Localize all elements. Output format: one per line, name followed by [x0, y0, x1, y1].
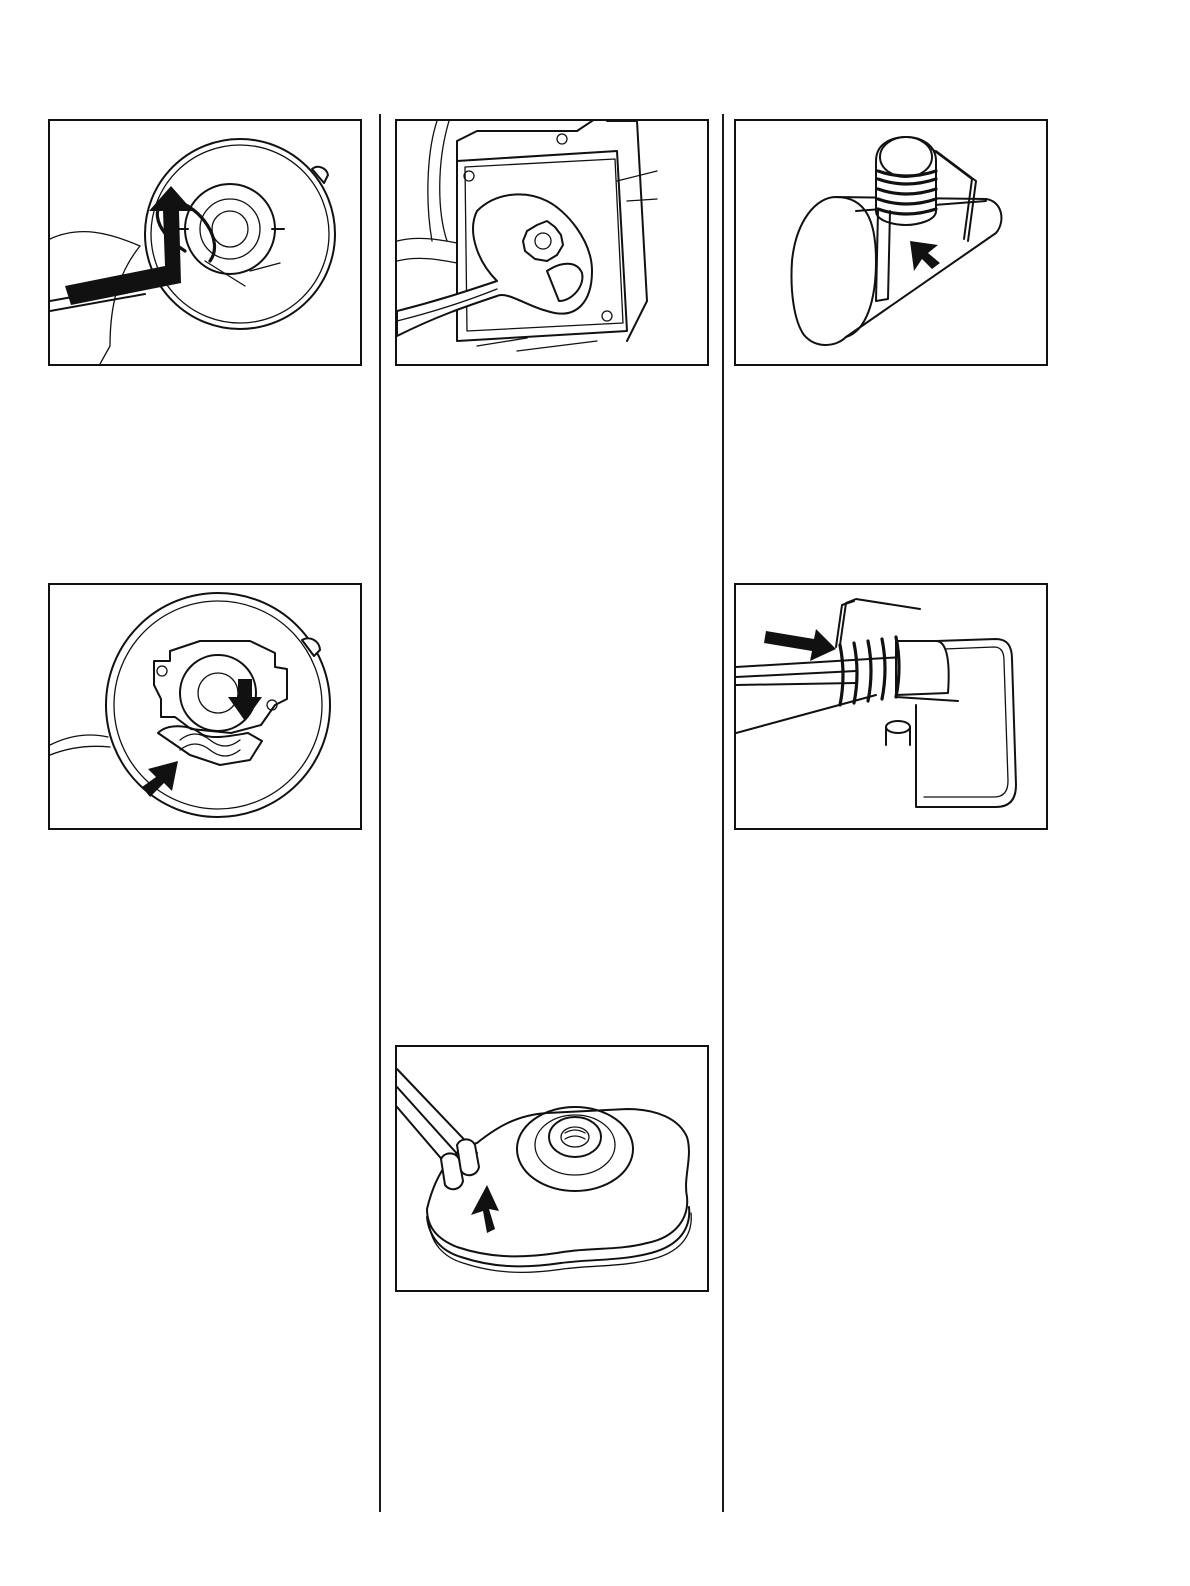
arrow-icon [228, 679, 262, 721]
starter-pawl-illustration [50, 585, 360, 828]
figure-starter-pawl [48, 583, 362, 830]
wrench-nut-illustration [397, 121, 707, 364]
arrow-icon [764, 629, 836, 661]
column-divider-right [722, 114, 724, 1512]
figure-rewind-spring [48, 119, 362, 366]
figure-pawl-spring [734, 119, 1048, 366]
arrow-icon [910, 241, 940, 271]
figure-spring-post [734, 583, 1048, 830]
figure-rope-rotor [395, 1045, 709, 1292]
figure-wrench-nut [395, 119, 709, 366]
pawl-spring-illustration [736, 121, 1046, 364]
spring-post-illustration [736, 585, 1046, 828]
rewind-spring-illustration [50, 121, 360, 364]
arrow-icon [471, 1185, 499, 1233]
rope-rotor-illustration [397, 1047, 707, 1290]
column-divider-left [379, 114, 381, 1512]
